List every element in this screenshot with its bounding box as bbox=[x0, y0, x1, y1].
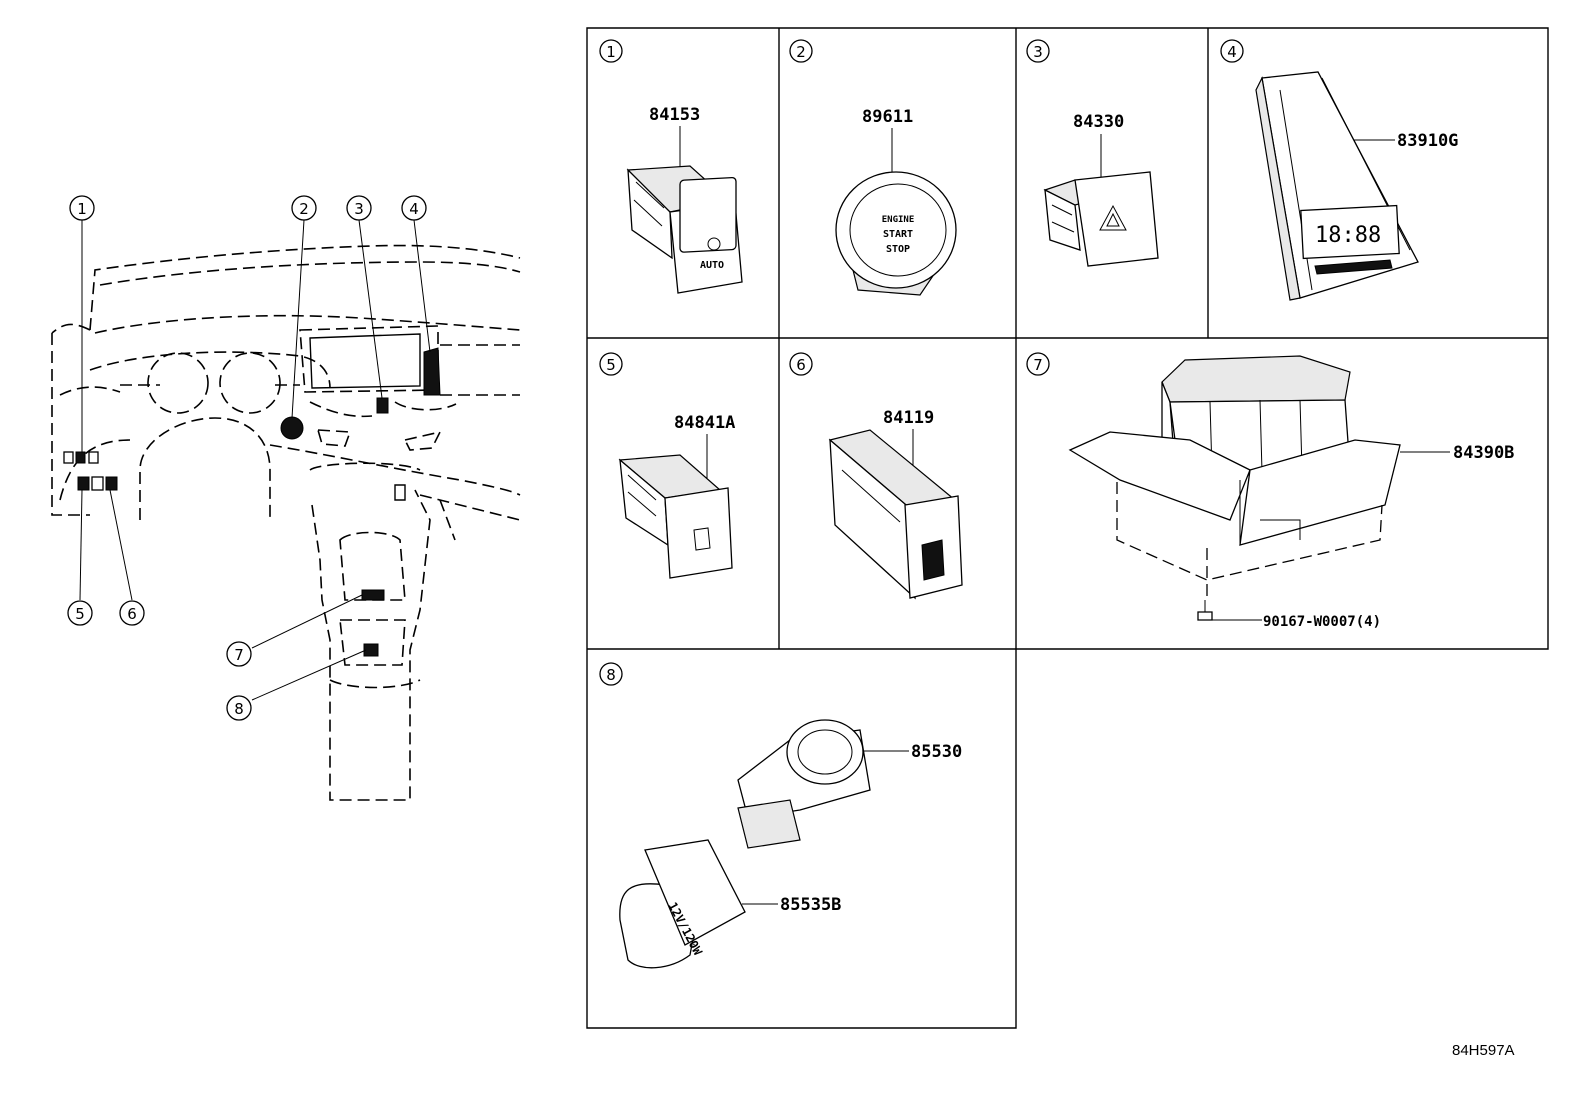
fuel-door-switch-icon bbox=[618, 454, 733, 579]
callout-2: 2 bbox=[291, 195, 317, 221]
clock-display-icon: 18:88 bbox=[1255, 71, 1419, 301]
svg-text:ENGINE: ENGINE bbox=[882, 215, 915, 225]
panel-2: 2 89611 ENGINE START STOP bbox=[789, 39, 957, 296]
engine-start-stop-button-icon: ENGINE START STOP bbox=[835, 171, 957, 296]
dashboard-overview: 1 2 3 4 5 6 7 8 bbox=[51, 195, 521, 801]
callout-8: 8 bbox=[226, 695, 252, 721]
panel-4: 4 83910G 18:88 bbox=[1220, 39, 1458, 301]
panel-2-number: 2 bbox=[796, 43, 806, 61]
svg-text:6: 6 bbox=[127, 605, 137, 623]
svg-text:5: 5 bbox=[75, 605, 85, 623]
svg-text:2: 2 bbox=[299, 200, 309, 218]
callout-3: 3 bbox=[346, 195, 372, 221]
hazard-switch-icon bbox=[1043, 171, 1159, 267]
outlet-cap-icon: 12V/120W bbox=[619, 839, 746, 969]
svg-text:STOP: STOP bbox=[886, 244, 910, 255]
power-outlet-icon bbox=[737, 719, 871, 849]
panel-4-number: 4 bbox=[1227, 43, 1237, 61]
callout-4: 4 bbox=[401, 195, 427, 221]
auto-headlight-switch-icon: AUTO bbox=[626, 165, 743, 294]
panel-6-number: 6 bbox=[796, 356, 806, 374]
part-label-89611: 89611 bbox=[862, 107, 913, 127]
callout-1: 1 bbox=[69, 195, 95, 221]
svg-text:START: START bbox=[883, 229, 913, 240]
svg-text:3: 3 bbox=[354, 200, 364, 218]
panel-6: 6 84119 bbox=[789, 352, 963, 600]
panel-7-number: 7 bbox=[1033, 356, 1043, 374]
panel-5-number: 5 bbox=[606, 356, 616, 374]
panel-1-number: 1 bbox=[606, 43, 616, 61]
part-label-84390B: 84390B bbox=[1453, 443, 1514, 463]
svg-text:7: 7 bbox=[234, 646, 244, 664]
diagram-reference-code: 84H597A bbox=[1452, 1042, 1515, 1059]
panel-7: 7 84390B 90167-W0007(4) bbox=[1026, 352, 1514, 630]
panel-5: 5 84841A bbox=[599, 352, 735, 579]
part-label-84153: 84153 bbox=[649, 105, 700, 125]
parts-grid bbox=[586, 27, 1549, 1029]
part-label-84330: 84330 bbox=[1073, 112, 1124, 132]
callout-7: 7 bbox=[226, 641, 252, 667]
panel-1: 1 84153 AUTO bbox=[599, 39, 743, 294]
part-label-85535B: 85535B bbox=[780, 895, 841, 915]
svg-text:AUTO: AUTO bbox=[700, 260, 724, 271]
svg-text:8: 8 bbox=[234, 700, 244, 718]
usb-port-icon bbox=[828, 429, 963, 600]
svg-text:1: 1 bbox=[77, 200, 87, 218]
part-label-85530: 85530 bbox=[911, 742, 962, 762]
switch-assembly-icon bbox=[1068, 355, 1401, 621]
part-label-84841A: 84841A bbox=[674, 413, 735, 433]
callout-6: 6 bbox=[119, 600, 145, 626]
panel-3-number: 3 bbox=[1033, 43, 1043, 61]
callout-5: 5 bbox=[67, 600, 93, 626]
part-label-90167-W0007: 90167-W0007(4) bbox=[1263, 614, 1381, 630]
panel-8-number: 8 bbox=[606, 666, 616, 684]
svg-text:4: 4 bbox=[409, 200, 419, 218]
part-label-84119: 84119 bbox=[883, 408, 934, 428]
panel-8: 8 85530 85535B 12V/120W bbox=[599, 662, 962, 969]
part-label-83910G: 83910G bbox=[1397, 131, 1458, 151]
svg-text:18:88: 18:88 bbox=[1315, 223, 1381, 248]
panel-3: 3 84330 bbox=[1026, 39, 1159, 267]
